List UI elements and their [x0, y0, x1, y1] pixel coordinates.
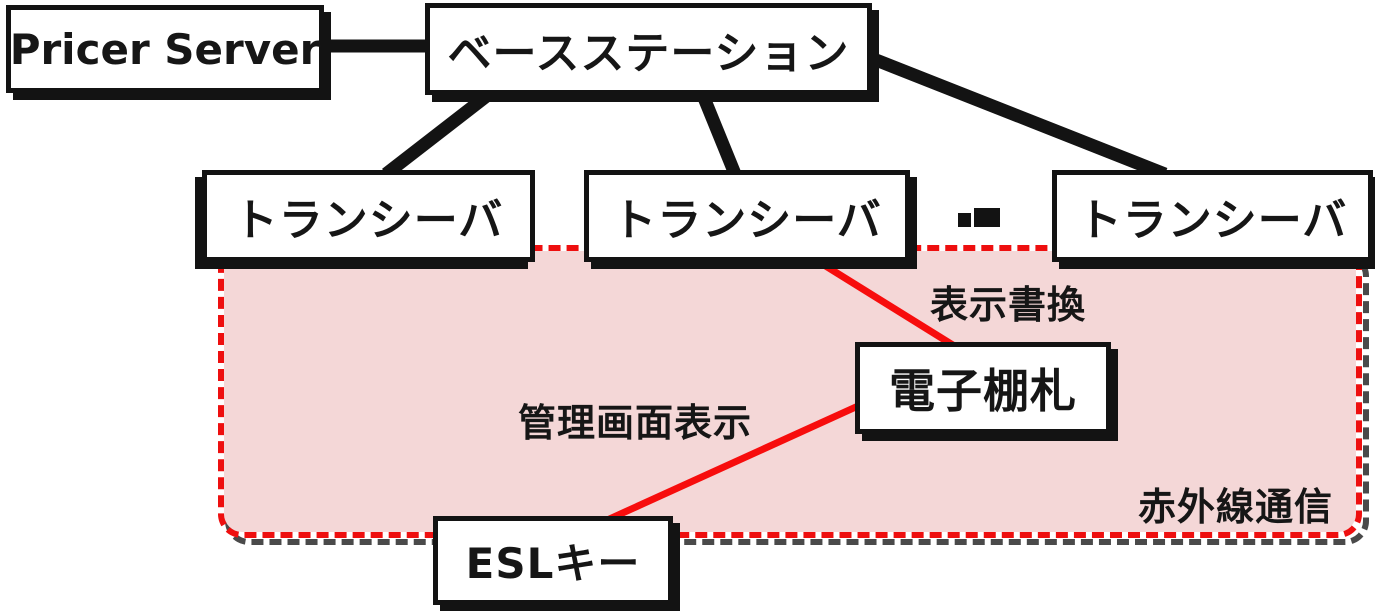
- node-transceiver-3: トランシーバ: [1052, 170, 1373, 262]
- edge-basestation-transceiver1: [382, 82, 501, 180]
- node-transceiver-2-label: トランシーバ: [612, 195, 882, 246]
- node-esl-tag-label: 電子棚札: [889, 364, 1077, 418]
- edge-basestation-transceiver2: [693, 85, 742, 177]
- node-base-station: ベースステーション: [425, 3, 872, 95]
- node-transceiver-3-label: トランシーバ: [1077, 195, 1348, 246]
- node-pricer-server: Pricer Server: [6, 5, 324, 93]
- node-base-station-label: ベースステーション: [447, 28, 850, 79]
- node-esl-tag: 電子棚札: [855, 342, 1111, 434]
- edge-basestation-transceiver3: [863, 49, 1168, 181]
- node-transceiver-1-label: トランシーバ: [233, 195, 504, 246]
- label-admin-screen-display: 管理画面表示: [518, 401, 753, 445]
- label-display-rewrite: 表示書換: [930, 283, 1087, 327]
- label-infrared-communication: 赤外線通信: [1138, 485, 1334, 529]
- ellipsis-icon: [958, 207, 1000, 227]
- node-esl-key-label: ESLキー: [465, 539, 641, 588]
- node-transceiver-1: トランシーバ: [202, 170, 535, 262]
- node-transceiver-2: トランシーバ: [584, 170, 910, 262]
- node-pricer-server-label: Pricer Server: [9, 24, 321, 74]
- edge-transceiver2-esltag: [814, 257, 958, 350]
- edge-esltag-eslkey: [603, 402, 860, 525]
- node-esl-key: ESLキー: [433, 516, 673, 605]
